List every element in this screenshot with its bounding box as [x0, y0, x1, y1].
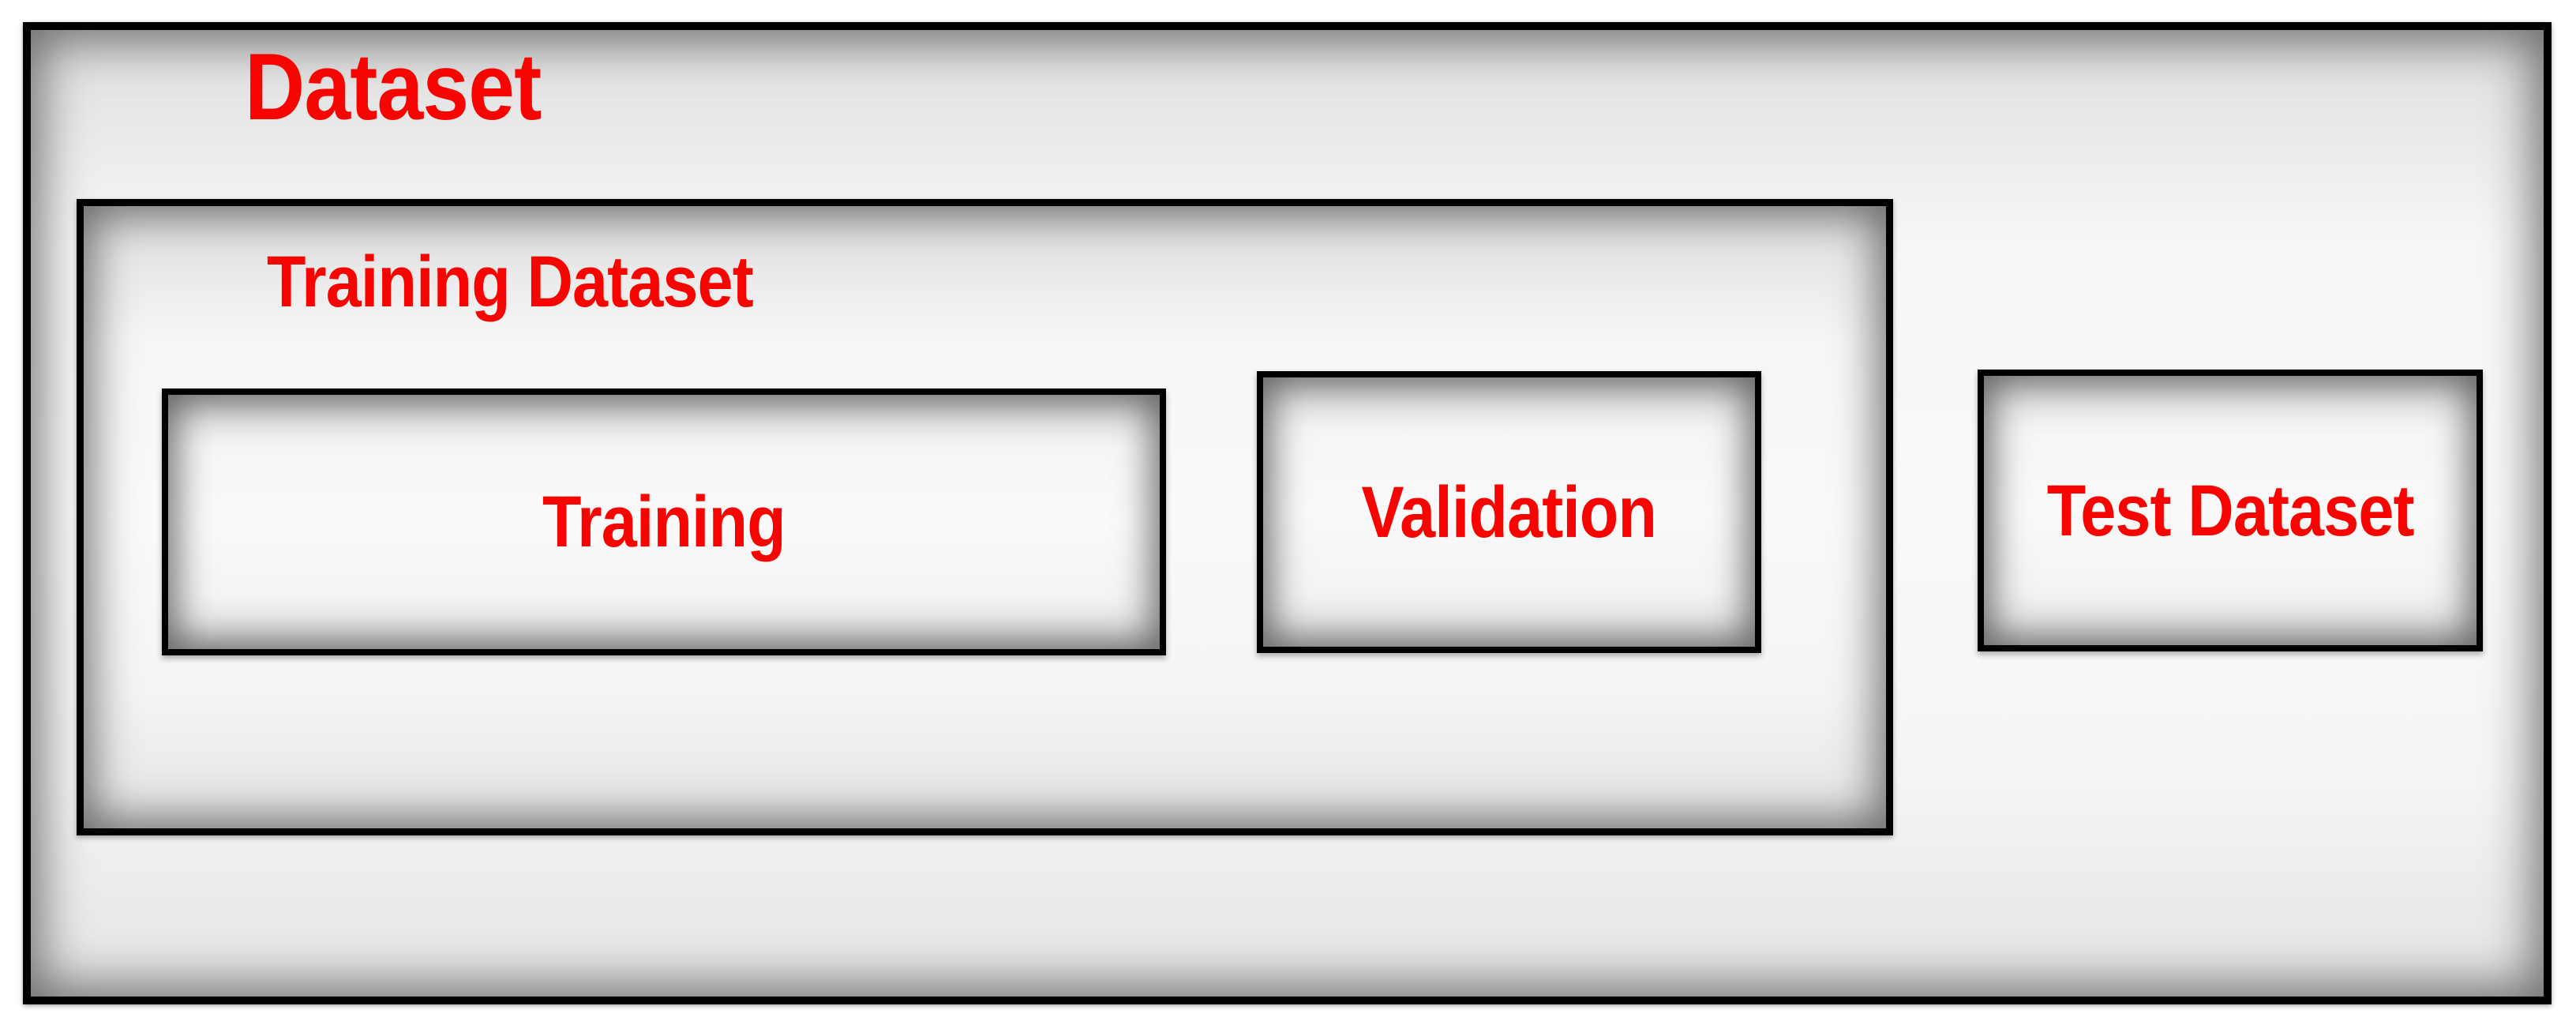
dataset-box: Dataset Training Dataset Training Valida… [23, 22, 2552, 1004]
test-dataset-box: Test Dataset [1978, 370, 2483, 651]
test-dataset-label: Test Dataset [2046, 470, 2415, 551]
training-box: Training [162, 388, 1166, 655]
validation-label: Validation [1361, 471, 1657, 553]
training-label: Training [542, 482, 786, 562]
training-dataset-box: Training Dataset Training Validation [77, 199, 1893, 835]
dataset-label: Dataset [245, 34, 542, 140]
validation-box: Validation [1257, 371, 1761, 653]
training-dataset-label: Training Dataset [267, 242, 754, 322]
